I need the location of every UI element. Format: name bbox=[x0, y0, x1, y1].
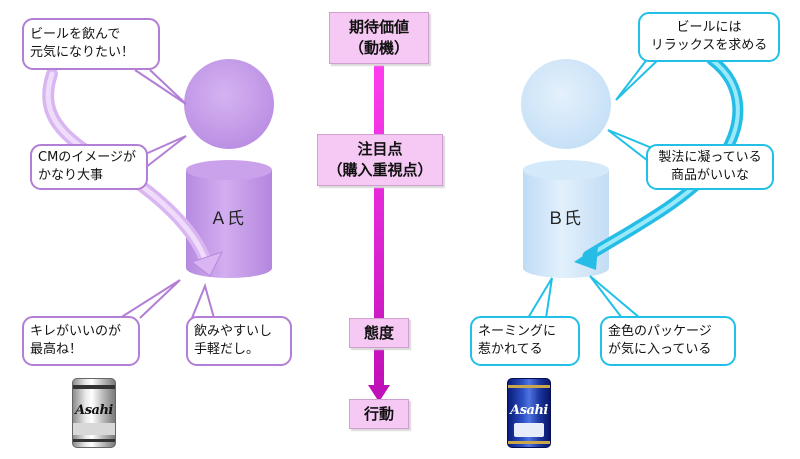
stage-attitude-label: 態度 bbox=[363, 323, 394, 342]
stage-expectation: 期待価値 （動機） bbox=[329, 12, 429, 64]
bubble-a-attitude1-line1: キレがいいのが bbox=[30, 324, 122, 339]
bubble-b-attention: 製法に凝っている 商品がいいな bbox=[646, 144, 774, 190]
beer-can-b: Asahi bbox=[507, 378, 551, 448]
beer-can-a: Asahi bbox=[72, 378, 116, 448]
bubble-b-attitude-2: 金色のパッケージ が気に入っている bbox=[600, 316, 736, 366]
beer-can-b-logo: Asahi bbox=[510, 403, 548, 418]
bubble-a-attitude2-line2: 手軽だし。 bbox=[194, 342, 260, 357]
bubble-a-motive-line2: 元気になりたい！ bbox=[30, 45, 135, 60]
bubble-b-attention-line1: 製法に凝っている bbox=[658, 150, 762, 165]
stage-action: 行動 bbox=[349, 399, 409, 429]
bubble-b-attitude2-line2: が気に入っている bbox=[608, 342, 712, 357]
bubble-a-attitude-2: 飲みやすいし 手軽だし。 bbox=[186, 316, 292, 366]
stage-attention-title: 注目点 bbox=[357, 140, 403, 158]
bubble-a-motive: ビールを飲んで 元気になりたい！ bbox=[22, 18, 160, 70]
bubble-a-attention-line2: かなり大事 bbox=[38, 168, 104, 183]
stage-expectation-sub: （動機） bbox=[348, 39, 409, 57]
bubble-tails-b bbox=[527, 57, 661, 319]
bubble-a-attitude1-line2: 最高ね！ bbox=[30, 342, 83, 357]
stage-attitude: 態度 bbox=[349, 318, 409, 348]
bubble-b-motive-line1: ビールには bbox=[676, 20, 742, 35]
bubble-b-motive: ビールには リラックスを求める bbox=[638, 12, 780, 62]
bubble-b-motive-line2: リラックスを求める bbox=[650, 38, 768, 53]
bubble-a-attention-line1: CMのイメージが bbox=[38, 150, 137, 165]
bubble-a-attention: CMのイメージが かなり大事 bbox=[30, 144, 148, 190]
bubble-a-motive-line1: ビールを飲んで bbox=[30, 27, 121, 42]
stage-expectation-title: 期待価値 bbox=[348, 18, 409, 36]
bubble-a-attitude2-line1: 飲みやすいし bbox=[194, 324, 273, 339]
bubble-b-attitude-1: ネーミングに 惹かれてる bbox=[470, 316, 580, 366]
stage-attention-sub: （購入重視点） bbox=[327, 161, 433, 179]
stage-action-label: 行動 bbox=[363, 404, 394, 423]
stage-attention: 注目点 （購入重視点） bbox=[317, 134, 443, 186]
bubble-b-attention-line2: 商品がいいな bbox=[670, 168, 749, 183]
bubble-b-attitude2-line1: 金色のパッケージ bbox=[608, 324, 712, 339]
beer-can-a-logo: Asahi bbox=[75, 403, 113, 418]
person-a-label: Ａ氏 bbox=[210, 209, 244, 229]
bubble-b-attitude1-line2: 惹かれてる bbox=[478, 342, 543, 357]
person-b-label: Ｂ氏 bbox=[547, 209, 581, 229]
center-flow-line bbox=[368, 60, 390, 402]
bubble-a-attitude-1: キレがいいのが 最高ね！ bbox=[22, 316, 140, 366]
bubble-b-attitude1-line1: ネーミングに bbox=[478, 324, 557, 339]
